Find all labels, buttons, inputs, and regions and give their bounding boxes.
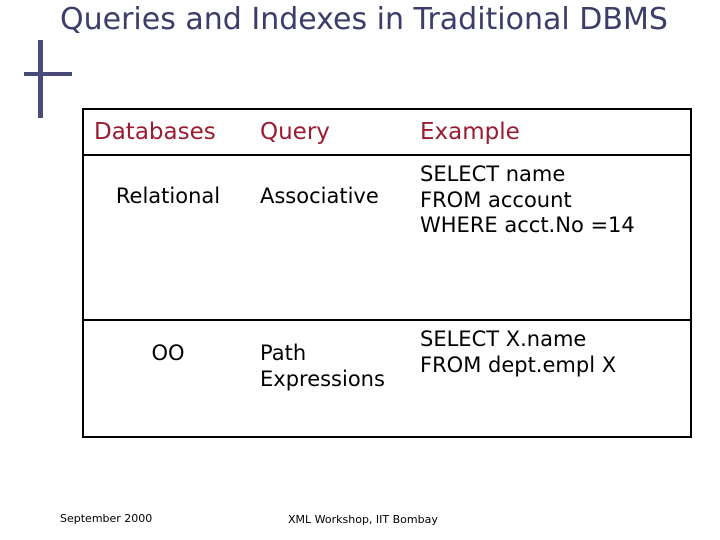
cell-database-oo: OO xyxy=(151,341,185,366)
example-line: FROM dept.empl X xyxy=(420,352,617,377)
footer-date: September 2000 xyxy=(60,512,153,525)
table-row: Relational Associative SELECT name FROM … xyxy=(84,156,690,322)
table-row: OO Path Expressions SELECT X.name FROM d… xyxy=(84,321,690,436)
footer-event: XML Workshop, IIT Bombay xyxy=(288,513,438,526)
example-line: SELECT X.name xyxy=(420,327,587,352)
cell-query-path-expressions: Path Expressions xyxy=(260,341,385,391)
cell-example-oo: SELECT X.name FROM dept.empl X xyxy=(412,321,690,436)
column-header-example: Example xyxy=(420,119,520,145)
cell-query-associative: Associative xyxy=(260,184,379,209)
example-line: SELECT name xyxy=(420,162,566,187)
cell-database-relational: Relational xyxy=(115,184,221,209)
column-header-query: Query xyxy=(260,119,330,145)
cell-example-relational: SELECT name FROM account WHERE acct.No =… xyxy=(412,156,690,319)
title-decoration-vertical xyxy=(38,40,43,118)
example-line: FROM account xyxy=(420,187,572,212)
page-title: Queries and Indexes in Traditional DBMS xyxy=(60,2,668,37)
table-header-row: Databases Query Example xyxy=(84,110,690,157)
example-line: WHERE acct.No =14 xyxy=(420,213,635,238)
title-decoration-horizontal xyxy=(24,72,72,76)
column-header-databases: Databases xyxy=(94,119,216,145)
dbms-query-table: Databases Query Example Relational Assoc… xyxy=(82,108,692,439)
